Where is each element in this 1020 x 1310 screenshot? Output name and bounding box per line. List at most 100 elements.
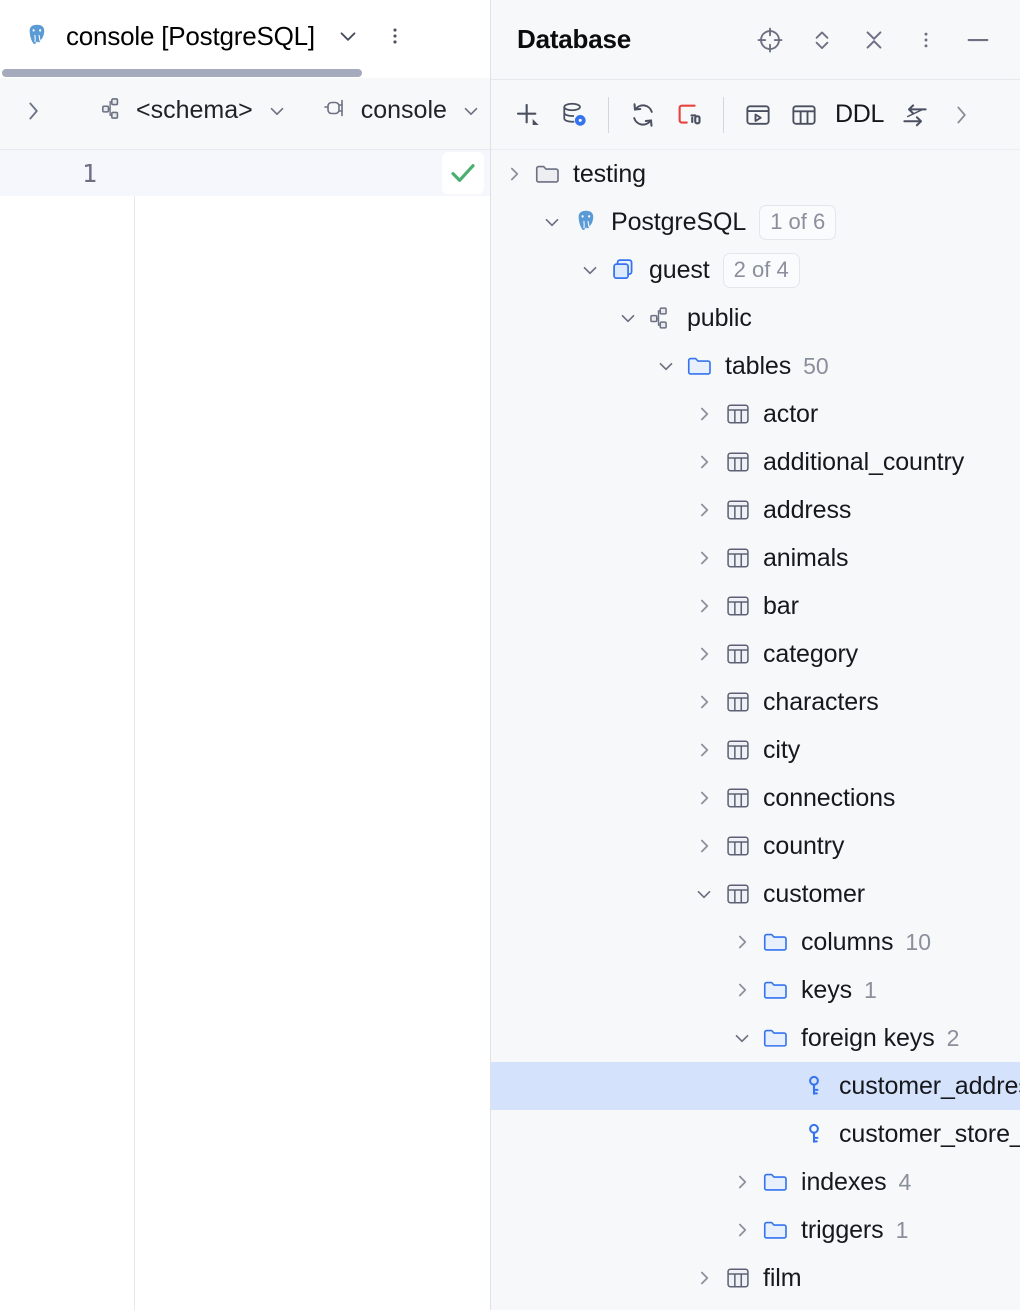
more-toolbar-icon[interactable] bbox=[938, 89, 984, 141]
data-source-properties-icon[interactable] bbox=[551, 89, 597, 141]
table-icon bbox=[721, 784, 755, 812]
chevron-right-icon[interactable] bbox=[687, 834, 721, 858]
chevron-down-icon[interactable] bbox=[335, 23, 361, 49]
editor-gutter: 1 bbox=[0, 150, 135, 1310]
chevron-right-icon[interactable] bbox=[725, 930, 759, 954]
disconnect-icon[interactable] bbox=[666, 89, 712, 141]
open-console-icon[interactable] bbox=[735, 89, 781, 141]
editor-horizontal-scrollbar[interactable] bbox=[2, 69, 362, 77]
folder-grey-icon bbox=[531, 159, 565, 189]
table-icon bbox=[721, 688, 755, 716]
tree-node-label: indexes bbox=[801, 1167, 887, 1196]
tree-node-film[interactable]: film bbox=[491, 1254, 1020, 1302]
tree-node-public[interactable]: public bbox=[491, 294, 1020, 342]
tree-node-characters[interactable]: characters bbox=[491, 678, 1020, 726]
chevron-down-icon[interactable] bbox=[725, 1026, 759, 1050]
tree-node-address[interactable]: address bbox=[491, 486, 1020, 534]
expand-collapse-icon[interactable] bbox=[796, 14, 848, 66]
database-panel-title: Database bbox=[517, 24, 632, 54]
editor-text-area[interactable] bbox=[135, 150, 490, 1310]
chevron-down-icon[interactable] bbox=[649, 354, 683, 378]
chevron-right-icon[interactable] bbox=[725, 1170, 759, 1194]
checkmark-ok-icon[interactable] bbox=[442, 152, 484, 194]
editor-code-area[interactable]: 1 bbox=[0, 150, 490, 1310]
connection-plug-icon bbox=[322, 95, 352, 126]
chevron-right-icon[interactable] bbox=[725, 978, 759, 1002]
scroll-from-source-icon[interactable] bbox=[744, 14, 796, 66]
hide-panel-icon[interactable] bbox=[952, 14, 1004, 66]
table-icon bbox=[721, 592, 755, 620]
tree-node-connections[interactable]: connections bbox=[491, 774, 1020, 822]
tree-node-city[interactable]: city bbox=[491, 726, 1020, 774]
table-icon bbox=[721, 544, 755, 572]
chevron-right-icon[interactable] bbox=[687, 450, 721, 474]
tree-node-bar[interactable]: bar bbox=[491, 582, 1020, 630]
table-icon bbox=[721, 832, 755, 860]
tree-node-animals[interactable]: animals bbox=[491, 534, 1020, 582]
chevron-down-icon[interactable] bbox=[573, 258, 607, 282]
tree-node-label: address bbox=[763, 495, 852, 524]
chevron-down-icon bbox=[460, 100, 482, 122]
tree-node-testing[interactable]: testing bbox=[491, 150, 1020, 198]
tree-node-category[interactable]: category bbox=[491, 630, 1020, 678]
ddl-button[interactable]: DDL bbox=[835, 100, 885, 128]
chevron-right-icon[interactable] bbox=[687, 546, 721, 570]
tree-node-label: city bbox=[763, 735, 801, 764]
chevron-right-icon[interactable] bbox=[687, 594, 721, 618]
tree-node-actor[interactable]: actor bbox=[491, 390, 1020, 438]
tree-node-customer_address_id_fkey[interactable]: customer_address_id_fkey bbox=[491, 1062, 1020, 1110]
tree-node-country[interactable]: country bbox=[491, 822, 1020, 870]
editor-tab-title[interactable]: console [PostgreSQL] bbox=[66, 20, 315, 51]
chevron-down-icon[interactable] bbox=[687, 882, 721, 906]
open-data-editor-icon[interactable] bbox=[781, 89, 827, 141]
chevron-down-icon[interactable] bbox=[611, 306, 645, 330]
tree-node-label: customer_address_id_fkey bbox=[839, 1071, 1020, 1100]
tree-node-label: PostgreSQL bbox=[611, 207, 747, 236]
chevron-right-icon[interactable] bbox=[687, 402, 721, 426]
tree-node-customer_store_id_fkey[interactable]: customer_store_id_fkey bbox=[491, 1110, 1020, 1158]
options-menu-icon[interactable] bbox=[900, 14, 952, 66]
new-icon[interactable] bbox=[505, 89, 551, 141]
folder-blue-icon bbox=[759, 975, 793, 1005]
breadcrumb-schema-selector[interactable]: <schema> bbox=[100, 95, 288, 127]
chevron-right-icon[interactable] bbox=[687, 690, 721, 714]
chevron-down-icon[interactable] bbox=[535, 210, 569, 234]
refresh-icon[interactable] bbox=[620, 89, 666, 141]
postgresql-elephant-icon bbox=[569, 208, 603, 236]
chevron-right-icon[interactable] bbox=[687, 1266, 721, 1290]
tree-node-label: keys bbox=[801, 975, 853, 1004]
table-icon bbox=[721, 1264, 755, 1292]
more-vertical-icon[interactable] bbox=[383, 23, 407, 49]
tree-node-count: 1 bbox=[895, 1216, 909, 1243]
breadcrumb-schema-label: <schema> bbox=[136, 96, 253, 124]
chevron-right-icon[interactable] bbox=[687, 642, 721, 666]
chevron-right-icon[interactable] bbox=[725, 1218, 759, 1242]
tree-node-label: film bbox=[763, 1263, 802, 1292]
collapse-all-icon[interactable] bbox=[848, 14, 900, 66]
chevron-right-icon[interactable] bbox=[18, 96, 48, 126]
tree-node-customer[interactable]: customer bbox=[491, 870, 1020, 918]
postgresql-elephant-icon bbox=[22, 21, 52, 51]
chevron-right-icon[interactable] bbox=[687, 786, 721, 810]
tree-node-additional_country[interactable]: additional_country bbox=[491, 438, 1020, 486]
chevron-right-icon[interactable] bbox=[497, 162, 531, 186]
database-toolbar: DDL bbox=[491, 80, 1020, 150]
folder-blue-icon bbox=[759, 1215, 793, 1245]
breadcrumb-session-selector[interactable]: console bbox=[322, 95, 482, 126]
tree-node-label: tables bbox=[725, 351, 792, 380]
editor-pane: console [PostgreSQL] bbox=[0, 0, 490, 1310]
chevron-right-icon[interactable] bbox=[687, 498, 721, 522]
table-icon bbox=[721, 496, 755, 524]
jump-to-editor-icon[interactable] bbox=[892, 89, 938, 141]
tree-node-label: additional_country bbox=[763, 447, 965, 476]
chevron-right-icon[interactable] bbox=[687, 738, 721, 762]
